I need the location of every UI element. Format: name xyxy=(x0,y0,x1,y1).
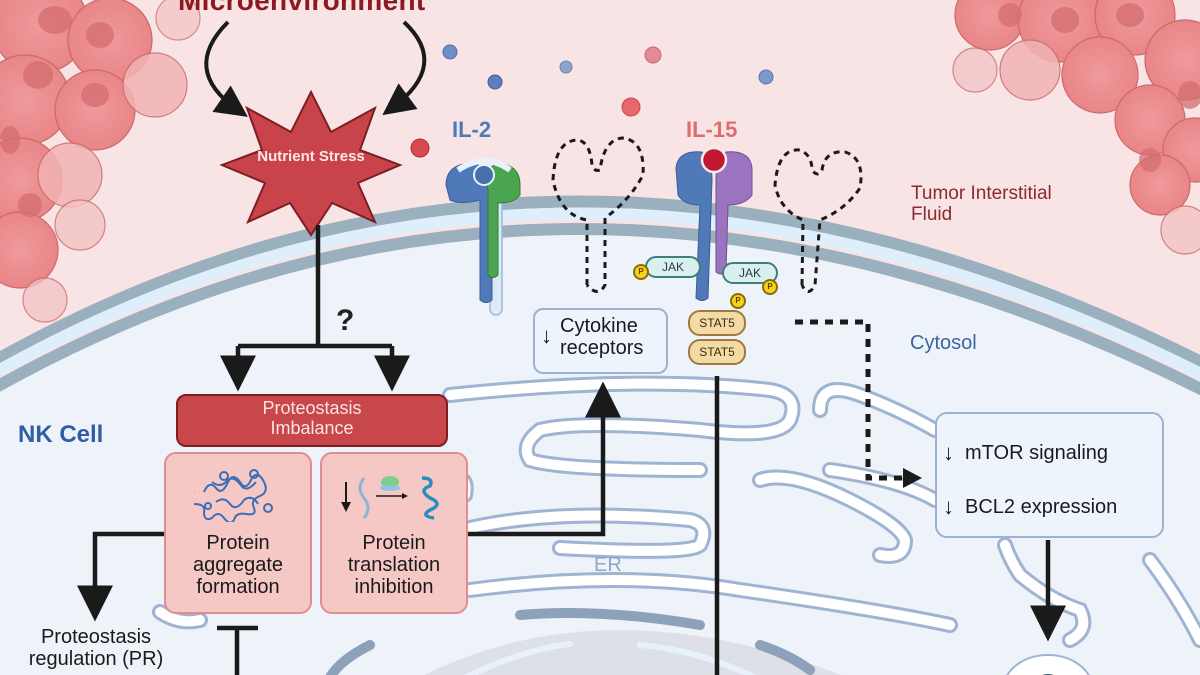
cell-membrane-outer xyxy=(0,195,1200,369)
il2-receptor xyxy=(445,158,521,316)
phospho-jak-left: P xyxy=(633,264,649,280)
decrease-arrow-icon: ↓ xyxy=(943,440,954,465)
proteostasis-imbalance-box: Proteostasis Imbalance xyxy=(176,394,448,447)
mtor-signaling-label: mTOR signaling xyxy=(965,442,1109,464)
proteostasis-imbalance-label: Proteostasis Imbalance xyxy=(262,398,362,438)
bcl2-expression-label: BCL2 expression xyxy=(965,496,1118,518)
protein-aggregate-box: Protein aggregate formation xyxy=(164,452,312,614)
cytokine-receptors-label: Cytokine receptors xyxy=(560,315,644,359)
jak-left: JAK xyxy=(645,256,701,278)
protein-translation-box: Protein translation inhibition xyxy=(320,452,468,614)
cell-membrane-inner xyxy=(0,223,1200,396)
il15-receptor xyxy=(675,146,753,301)
jak-right: JAK xyxy=(722,262,778,284)
tumor-interstitial-fluid-label: Tumor Interstitial Fluid xyxy=(911,183,1052,226)
microenvironment-arrows xyxy=(204,20,427,117)
stat5-top: STAT5 xyxy=(688,310,746,336)
il15-label: IL-15 xyxy=(686,117,738,142)
decrease-arrow-icon: ↓ xyxy=(541,323,552,348)
cytokine-particles xyxy=(410,44,774,158)
phospho-stat5: P xyxy=(730,293,746,309)
nucleus xyxy=(325,607,842,675)
mtor-bcl2-box: ↓ mTOR signaling ↓ BCL2 expression xyxy=(935,412,1164,538)
tumor-cells-right xyxy=(952,0,1200,255)
il15-signal-dashed-arrow xyxy=(795,319,905,481)
er-label: ER xyxy=(594,554,622,576)
nutrient-stress-label: Nutrient Stress xyxy=(257,148,365,165)
tumor-nuclei-right xyxy=(998,3,1200,172)
translation-inhibition-icon xyxy=(341,476,439,520)
nutrient-stress-star xyxy=(219,89,403,237)
protein-translation-label: Protein translation inhibition xyxy=(347,532,441,598)
stat5-bottom: STAT5 xyxy=(688,339,746,365)
proteostasis-regulation-label: Proteostasis regulation (PR) xyxy=(28,626,164,670)
phospho-jak-right: P xyxy=(762,279,778,295)
protein-aggregate-icon xyxy=(194,469,273,522)
tumor-nuclei-left xyxy=(0,6,114,217)
decrease-arrow-icon: ↓ xyxy=(943,494,954,519)
downregulated-receptors xyxy=(551,136,863,293)
microenvironment-title: Microenvironment xyxy=(178,0,426,16)
unknown-mechanism-mark: ? xyxy=(336,304,355,337)
protein-aggregate-label: Protein aggregate formation xyxy=(192,532,284,598)
flow-connectors xyxy=(77,225,1066,675)
cytosol-label: Cytosol xyxy=(910,332,977,354)
nk-cell-label: NK Cell xyxy=(18,421,104,448)
cytokine-receptors-box: ↓ Cytokine receptors xyxy=(533,308,668,374)
il2-label: IL-2 xyxy=(452,117,492,142)
